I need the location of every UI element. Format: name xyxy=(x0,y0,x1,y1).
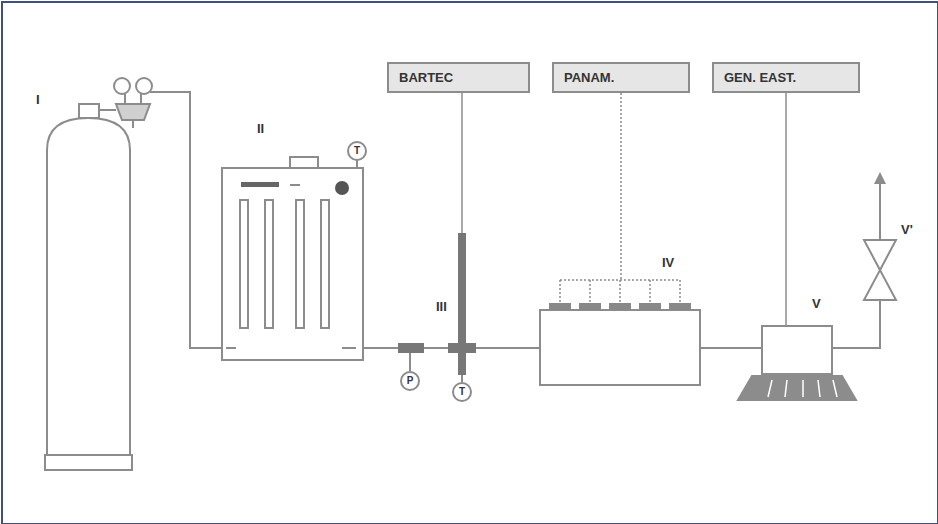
instrument-name: GEN. EAST. xyxy=(724,70,796,85)
instrument-box: PANAM. xyxy=(552,62,690,93)
part-number: I xyxy=(36,92,40,108)
part-number: IV xyxy=(662,255,674,271)
part-number: V' xyxy=(901,222,913,238)
instrument-name: PANAM. xyxy=(564,70,614,85)
sensor-symbol: T xyxy=(350,145,364,157)
part-number: III xyxy=(436,299,447,315)
sensor-symbol: P xyxy=(403,375,417,387)
part-number: II xyxy=(257,121,264,137)
part-number: V xyxy=(812,296,821,312)
sensor-symbol: T xyxy=(455,386,469,398)
instrument-box: BARTEC xyxy=(387,62,530,93)
instrument-name: BARTEC xyxy=(399,70,453,85)
instrument-box: GEN. EAST. xyxy=(712,62,860,93)
